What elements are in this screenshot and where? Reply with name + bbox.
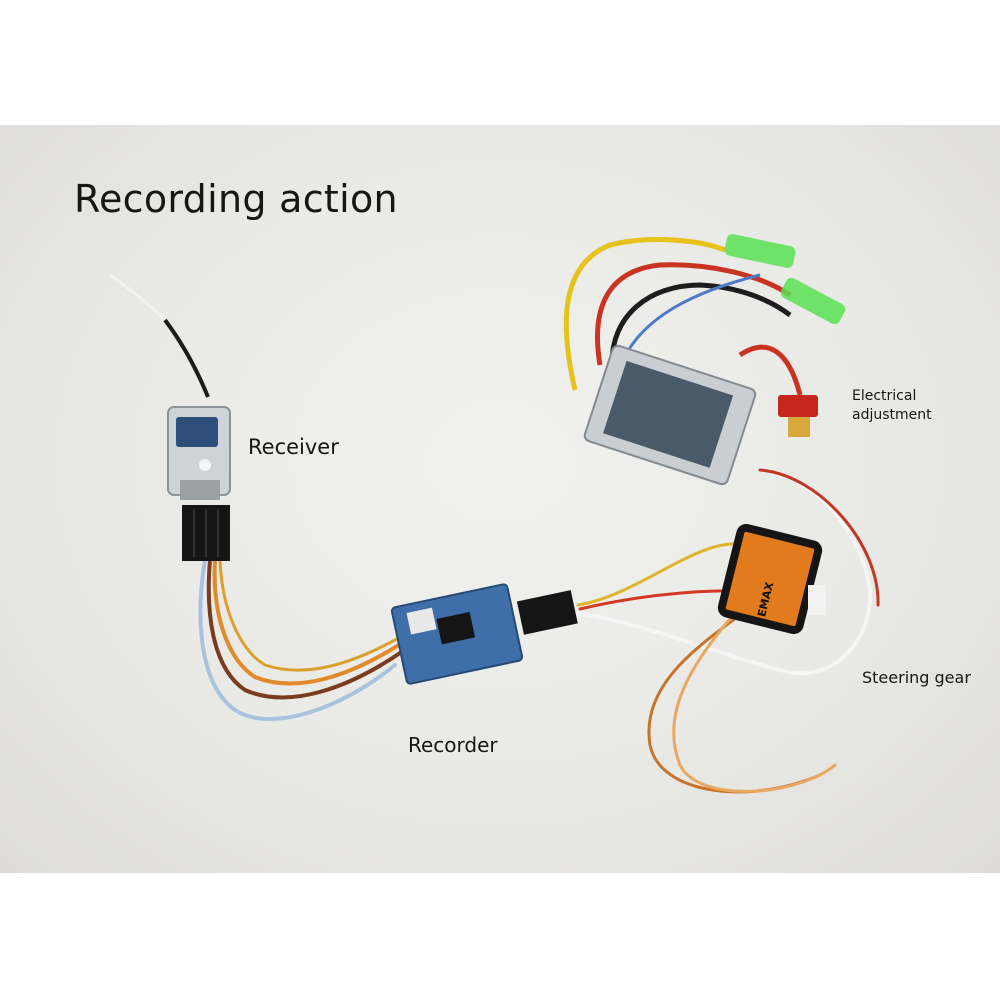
photo-scene: Recording action Receiver Recorder Steer… <box>0 125 1000 873</box>
electrical-adjustment-line1: Electrical <box>852 388 917 404</box>
esc-black-wire <box>609 282 792 368</box>
steering-gear-label: Steering gear <box>862 668 971 687</box>
receiver-module <box>167 406 231 561</box>
antenna-wire <box>109 273 167 322</box>
esc-power-wire <box>738 344 803 396</box>
output-cables <box>576 468 880 794</box>
esc-red-wire <box>595 262 792 366</box>
antenna-coax <box>163 318 210 398</box>
wiring-illustration <box>109 234 880 794</box>
esc-module <box>563 234 846 486</box>
receiver-label: Receiver <box>248 435 339 459</box>
receiver-cable <box>198 558 406 722</box>
electrical-adjustment-label: Electrical adjustment <box>852 387 932 425</box>
recorder-label: Recorder <box>408 733 498 757</box>
electrical-adjustment-line2: adjustment <box>852 407 932 423</box>
esc-yellow-wire <box>563 237 726 391</box>
servo-module <box>717 523 826 635</box>
page-title: Recording action <box>74 177 398 221</box>
recorder-module <box>390 583 578 685</box>
